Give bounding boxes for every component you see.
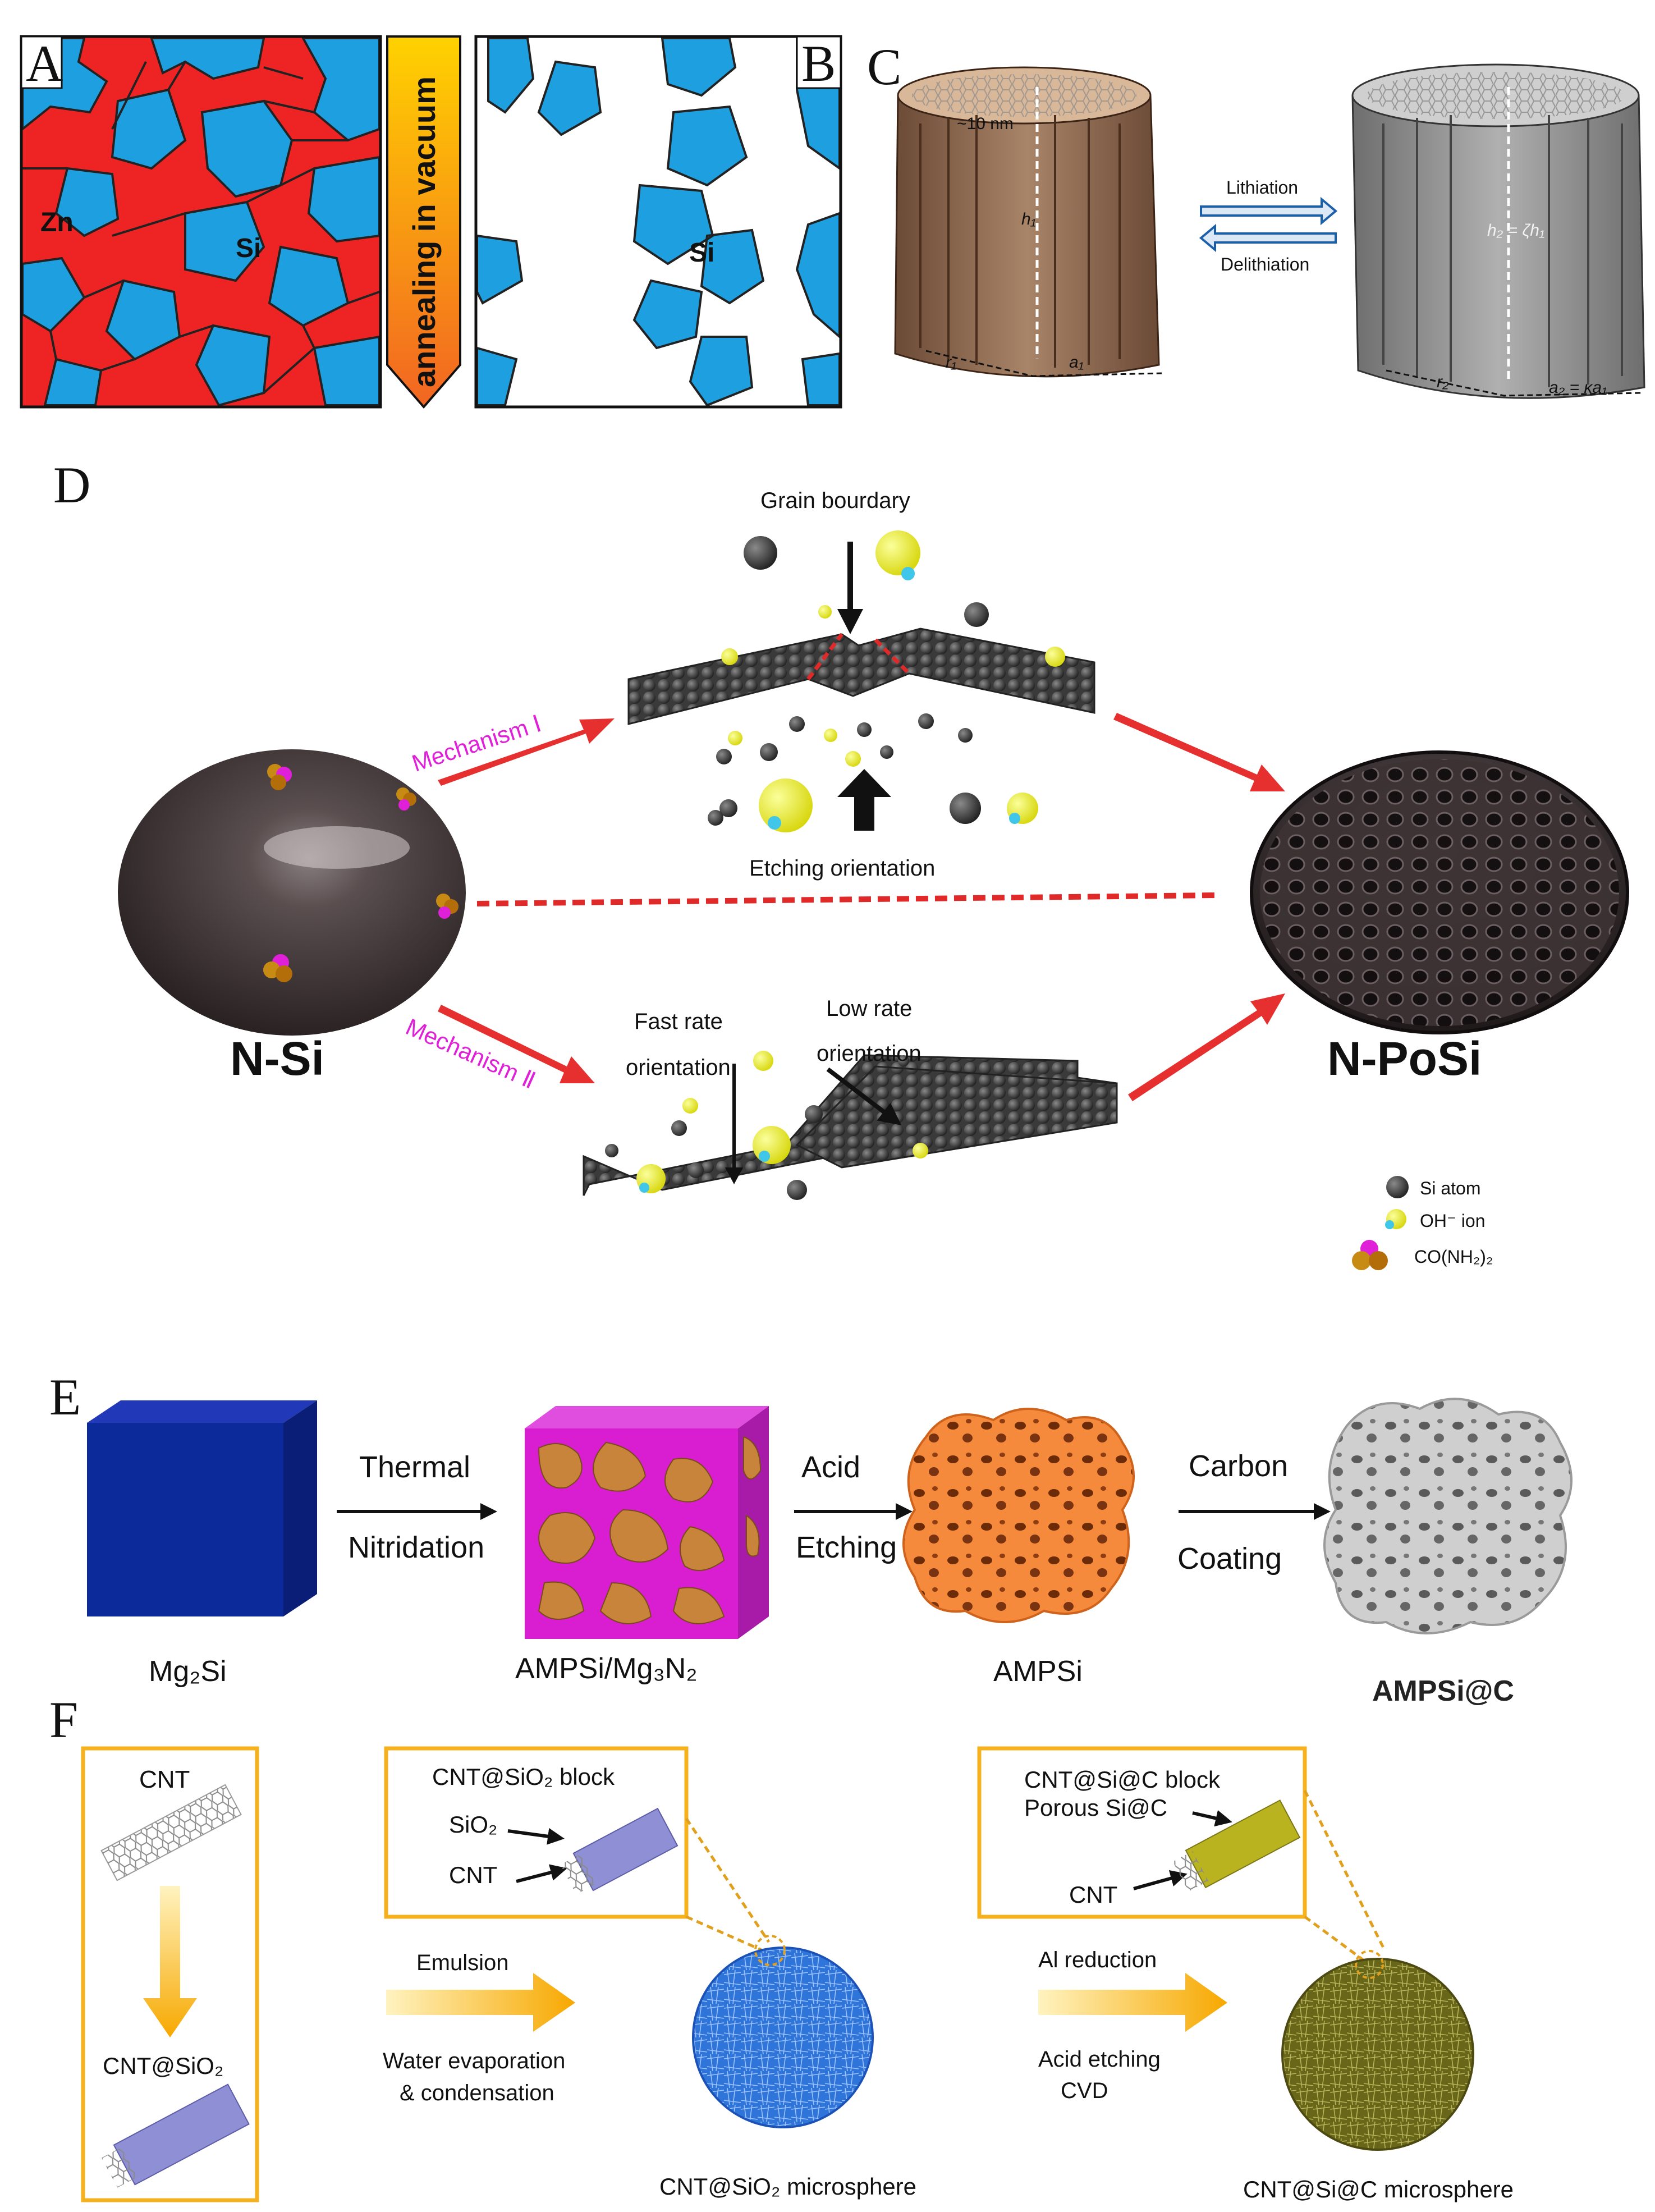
zn-label: Zn [40,208,74,237]
mechanism-1-illustration [627,530,1095,832]
panel-letter-f: F [49,1691,78,1748]
cnt-si-c-microsphere [1281,1958,1474,2151]
nitridation-label: Nitridation [348,1531,484,1564]
block1-sio2-label: SiO₂ [449,1811,497,1838]
panel-a: A Zn Si [20,35,382,409]
si-label-b: Si [689,238,714,268]
connector-dotted [476,892,1216,906]
al-reduction-arrow [1038,1973,1227,2032]
mg2si-cube [87,1400,317,1616]
h1-label: h₁ [1021,210,1036,228]
annealing-arrow: annealing in vacuum [386,35,461,409]
d-legend: Si atom OH⁻ ion CO(NH₂)₂ [1352,1176,1493,1270]
n-posi-particle [1250,750,1629,1034]
block2-icon [1172,1799,1301,1892]
urea-molecule-2 [396,787,416,810]
panel-letter-b: B [801,35,836,92]
etching-orientation-arrow [837,769,891,831]
legend-si-atom-label: Si atom [1420,1178,1480,1198]
h2-label: h₂ = ζh₁ [1487,221,1544,240]
panel-b: B Si [474,35,842,409]
ampsi-mg3n2-label: AMPSi/Mg₃N₂ [515,1652,698,1685]
low-rate-label-2: orientation [817,1041,922,1066]
cnt-sio2-label: CNT@SiO₂ [103,2053,223,2079]
legend-oh-label: OH⁻ ion [1420,1211,1485,1231]
emulsion-arrow [386,1973,575,2032]
cnt-frame [81,1746,259,2202]
legend-urea-swatch [1352,1240,1388,1270]
urea-molecule-1 [267,764,292,790]
gray-nanotube-array [1351,63,1645,399]
fast-rate-arrow [725,1064,743,1184]
block1-cnt-label: CNT [449,1862,497,1888]
panel-letter-d: D [53,456,90,514]
etching-orientation-label: Etching orientation [749,856,935,881]
cnt-label-top: CNT [139,1766,190,1793]
ampsi-c-sponge [1323,1398,1573,1634]
n-posi-label: N-PoSi [1327,1032,1482,1085]
emulsion-label: Emulsion [416,1950,509,1975]
ampsi-c-label: AMPSi@C [1372,1675,1514,1707]
a1-label: a₁ [1069,353,1084,372]
urea-molecule-3 [436,894,459,919]
panel-letter-e: E [49,1368,81,1426]
mg2si-label: Mg₂Si [149,1655,227,1688]
ampsi-label: AMPSi [993,1655,1083,1688]
n-si-particle [118,749,466,1036]
annealing-label: annealing in vacuum [406,76,442,387]
coating-label: Coating [1177,1542,1282,1576]
panel-e: E Mg₂Si Thermal Nitridation AMPSi/Mg₃N₂ … [49,1368,1573,1707]
etching-label: Etching [796,1531,897,1564]
panel-c: C ~10 nm h₁ r₁ a₁ Lithiation Delithiatio… [867,38,1645,399]
cvd-label: CVD [1061,2078,1108,2103]
block1-icon [560,1807,678,1895]
fast-rate-label-2: orientation [626,1055,731,1080]
al-reduction-label: Al reduction [1038,1948,1157,1972]
microsphere2-label: CNT@Si@C microsphere [1243,2176,1514,2202]
microsphere1-label: CNT@SiO₂ microsphere [659,2173,916,2200]
acid-label: Acid [801,1450,860,1484]
water-evap-label-1: Water evaporation [383,2049,565,2073]
block2-porous-label: Porous Si@C [1024,1794,1167,1821]
panel-f: F CNT CNT@SiO₂ CNT@SiO₂ block SiO₂ CNT E… [49,1691,1514,2202]
lithiation-arrows [1199,196,1338,253]
cnt-sio2-microsphere [692,1947,874,2128]
grain-boundary-arrow [837,542,863,634]
grain-boundary-label: Grain bourdary [760,488,910,513]
urea-molecule-4 [263,954,292,982]
ampsi-mg3n2-cube [525,1406,769,1639]
block1-title: CNT@SiO₂ block [432,1764,615,1790]
red-arrows [438,713,1285,1101]
block2-title: CNT@Si@C block [1024,1766,1221,1793]
brown-nanotube-array [894,66,1160,378]
ampsi-sponge [902,1408,1135,1623]
fast-rate-label-1: Fast rate [634,1009,723,1034]
acid-etching-label: Acid etching [1038,2047,1161,2072]
panel-letter-a: A [26,35,63,92]
a2-label: a₂ = κa₁ [1549,378,1607,397]
block2-cnt-label: CNT [1069,1881,1117,1908]
mechanism-2-illustration [583,1051,1118,1200]
si-grains-b [476,37,841,407]
cnt-sio2-block-icon [102,2083,250,2188]
legend-urea-label: CO(NH₂)₂ [1414,1247,1493,1267]
n-si-label: N-Si [230,1032,324,1085]
lithiation-label: Lithiation [1226,177,1298,198]
cnt-to-sio2-arrow [143,1886,197,2037]
water-evap-label-2: & condensation [400,2081,554,2105]
thermal-label: Thermal [359,1450,470,1484]
cnt-tube-icon [100,1784,242,1881]
low-rate-arrow [826,1067,902,1125]
panel-d: D N-Si N-PoSi [53,456,1629,1270]
carbon-label: Carbon [1189,1449,1288,1483]
delithiation-label: Delithiation [1221,254,1309,274]
low-rate-label-1: Low rate [826,996,912,1021]
panel-letter-c: C [867,38,901,95]
si-label-a: Si [236,233,261,263]
legend-si-atom-swatch [1386,1176,1409,1198]
mechanism-1-label: Mechanism Ⅰ [409,710,544,776]
pore-size-label: ~10 nm [957,115,1014,133]
